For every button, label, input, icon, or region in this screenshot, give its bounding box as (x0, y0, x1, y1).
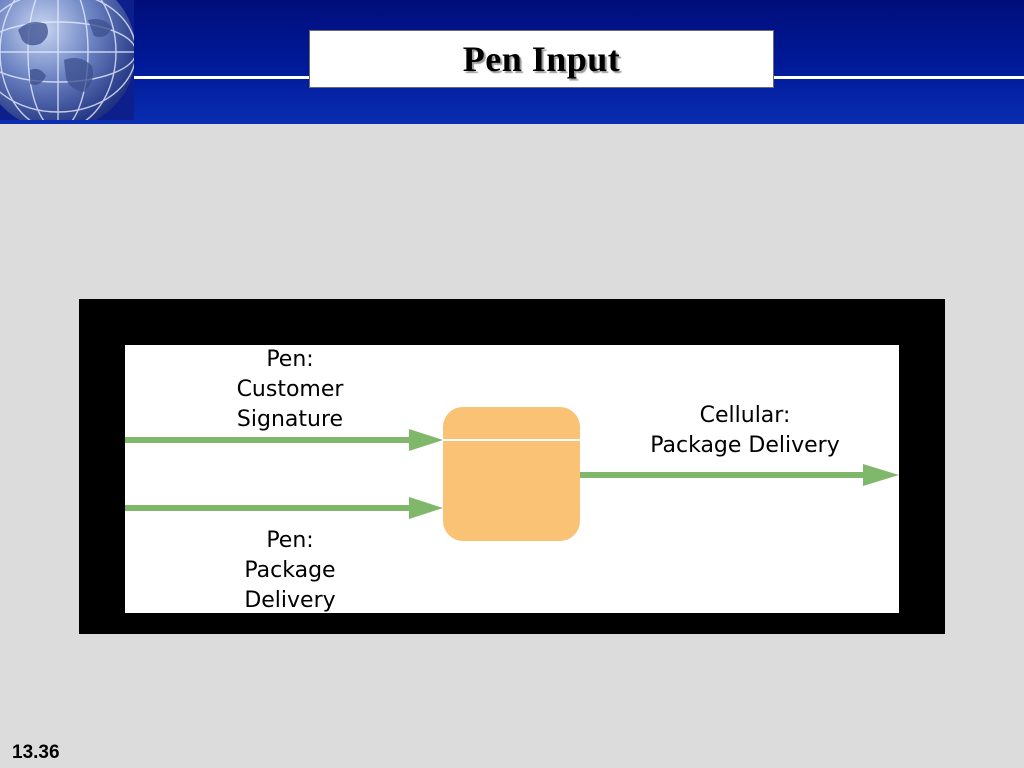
output-label-line1: Cellular: (699, 403, 791, 428)
input-top-label-line2: Customer (236, 377, 344, 402)
slide-number: 13.36 (12, 742, 60, 763)
input-bottom-label-line2: Package (244, 558, 336, 583)
slide-title: Pen Input (462, 39, 621, 79)
title-box: Pen Input (309, 30, 774, 88)
input-top-label-line1: Pen: (266, 347, 314, 372)
arrow-output (580, 464, 899, 486)
diagram-canvas: Pen: Customer Signature Pen: Package Del… (125, 345, 899, 613)
input-top-label: Pen: Customer Signature (215, 345, 365, 435)
output-label: Cellular: Package Delivery (630, 401, 860, 461)
input-bottom-label-line1: Pen: (266, 528, 314, 553)
arrow-bottom-input (125, 497, 443, 519)
input-bottom-label-line3: Delivery (244, 588, 336, 613)
input-bottom-label: Pen: Package Delivery (215, 526, 365, 616)
arrow-top-input (125, 429, 443, 451)
process-box (443, 407, 580, 541)
globe-icon (0, 0, 134, 120)
output-label-line2: Package Delivery (650, 433, 840, 458)
input-top-label-line3: Signature (236, 407, 344, 432)
